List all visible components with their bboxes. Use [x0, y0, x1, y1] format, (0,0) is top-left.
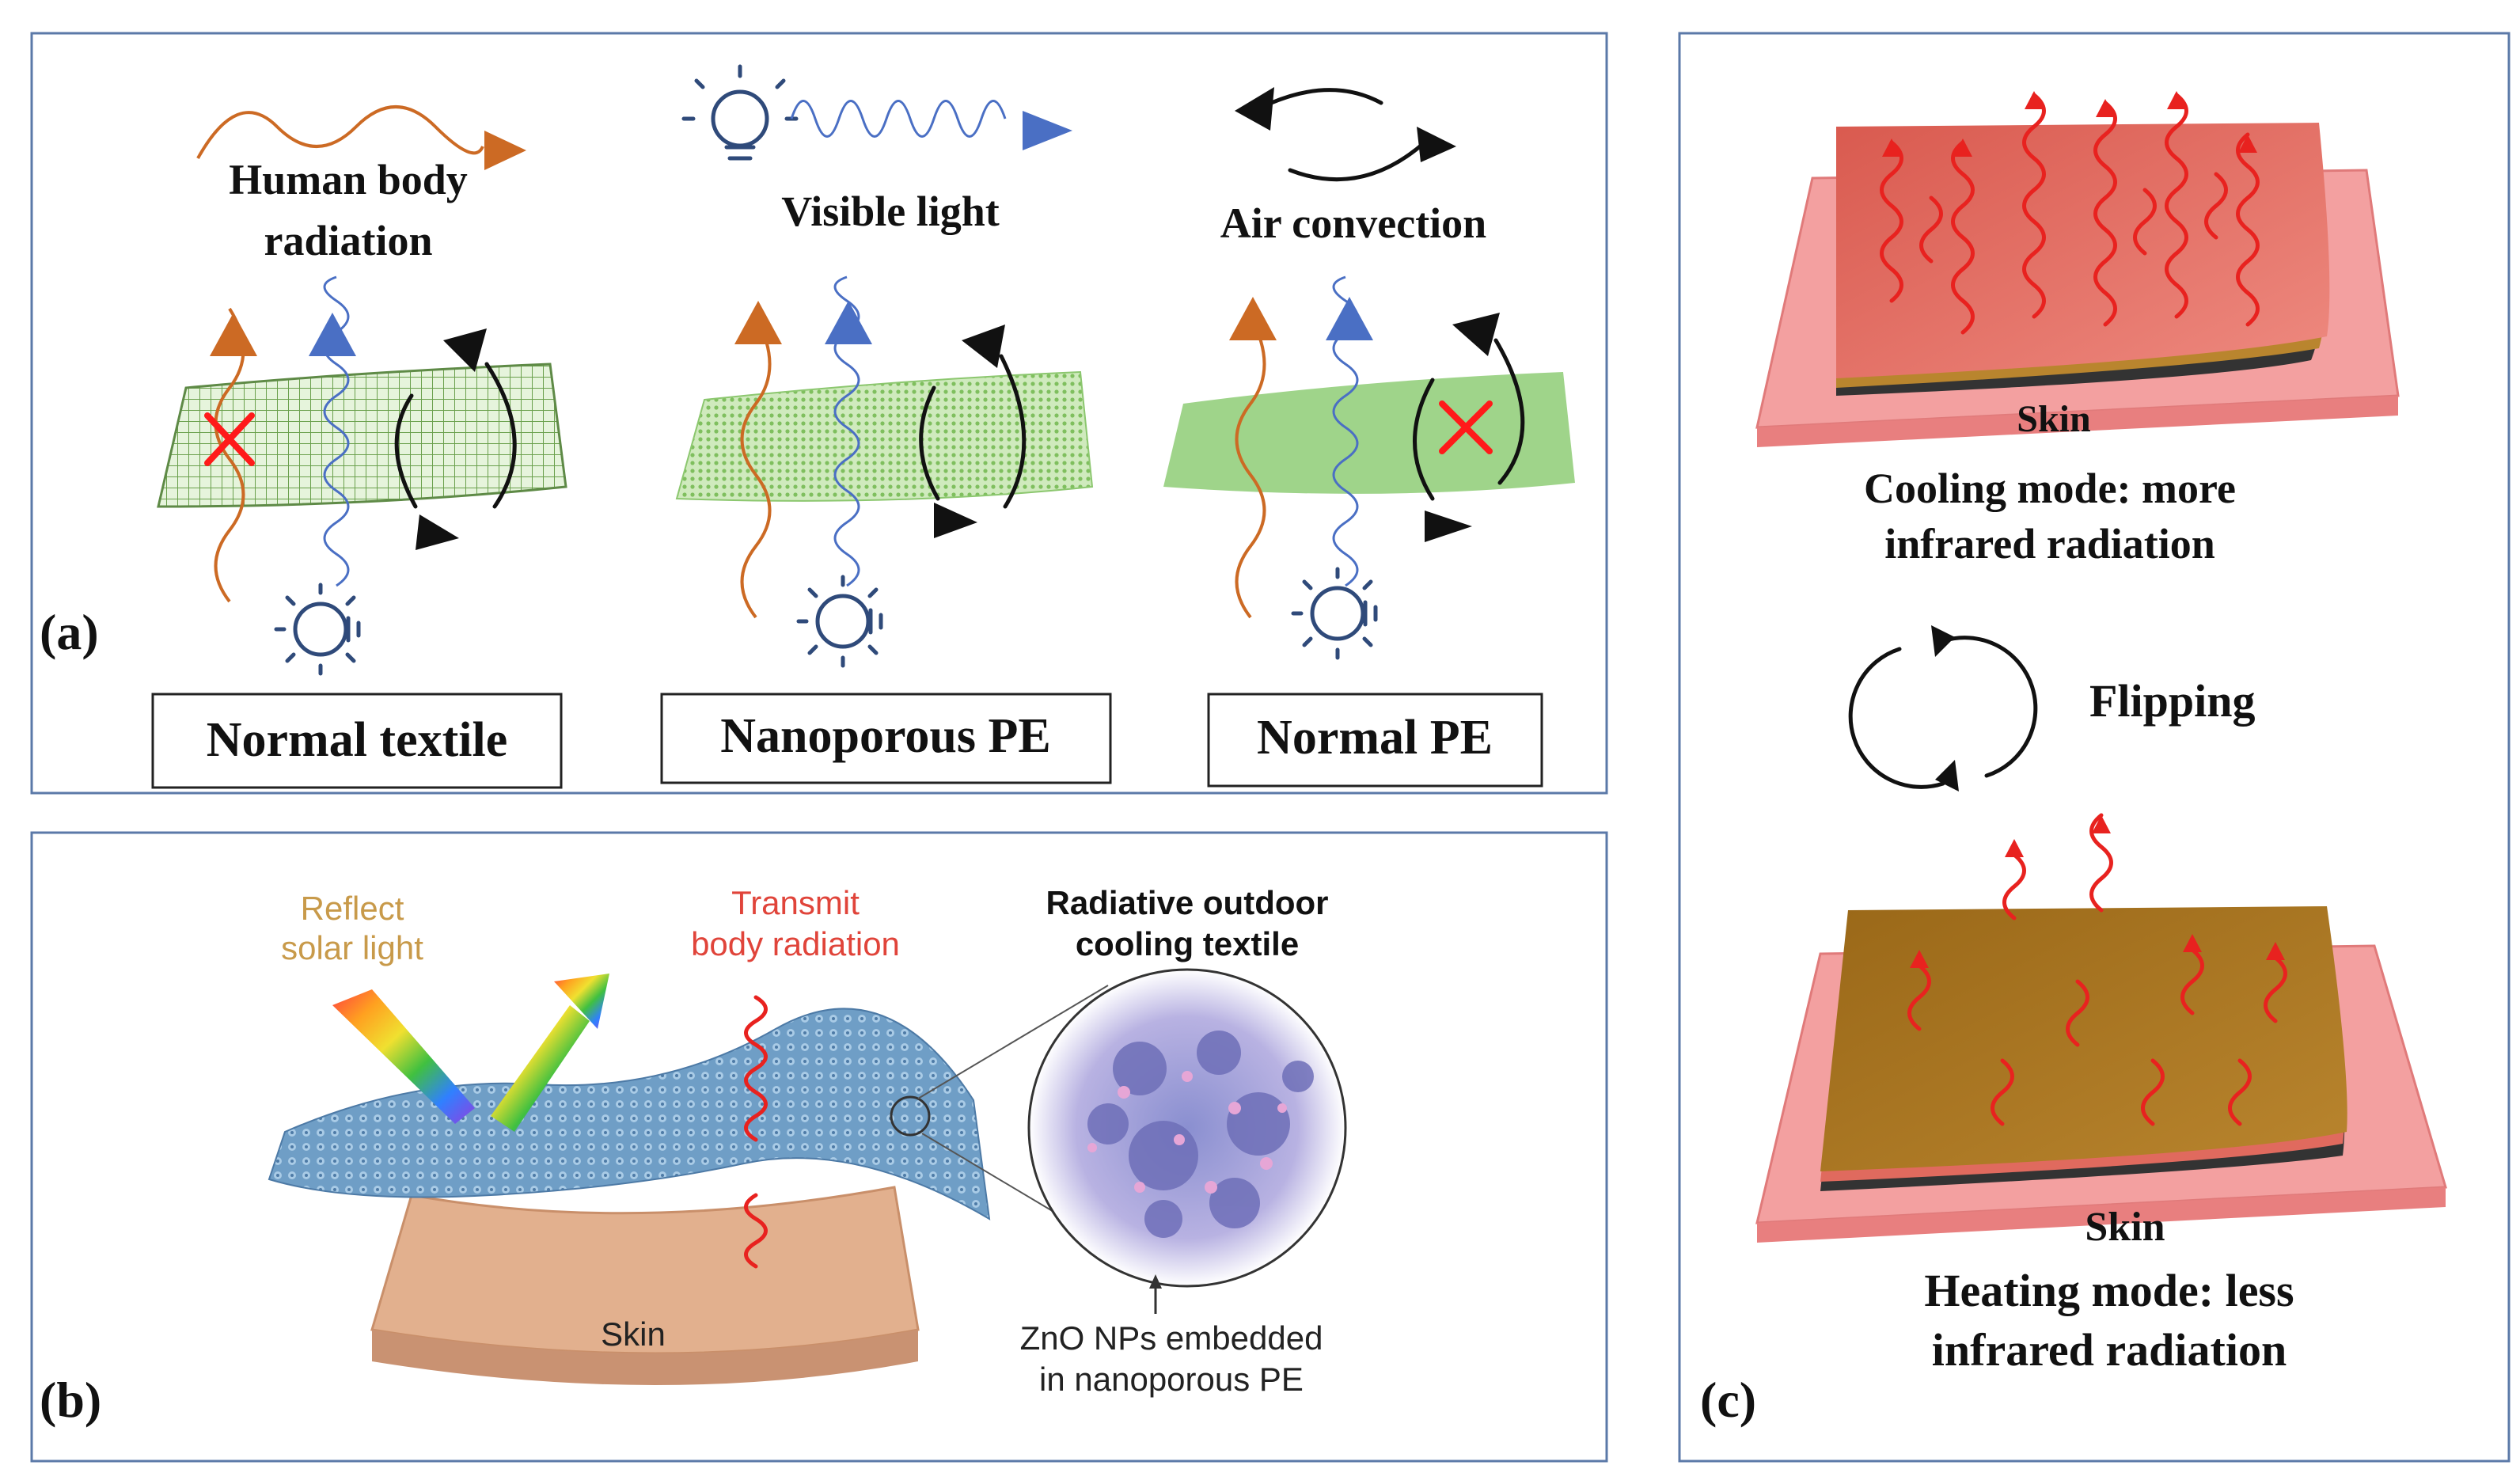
body-radiation-arrowhead-1: [210, 313, 257, 356]
convection-arrowhead-3a: [1452, 313, 1500, 356]
normal-textile-mesh: [157, 363, 567, 508]
human-body-radiation-label-1: Human body: [229, 156, 468, 203]
panel-b: Skin Reflect solar light Transmit body r…: [30, 831, 1608, 1463]
visible-light-arrowhead-icon: [1023, 111, 1072, 150]
body-radiation-path-2: [740, 316, 772, 619]
normal-textile-box: [151, 693, 563, 789]
visible-light-arrowhead-3: [1326, 297, 1373, 340]
nanoporous-pe-film: [675, 370, 1094, 502]
normal-textile-column: Normal textile: [151, 275, 567, 789]
cooling-mode-label-2: infrared radiation: [1884, 520, 2215, 567]
body-radiation-arrowhead-3: [1229, 297, 1277, 340]
visible-light-legend: Visible light: [681, 64, 1072, 235]
convection-arrowhead-2a: [962, 325, 1005, 368]
zoom-source-circle: [890, 1095, 931, 1137]
skin-label-top: Skin: [2017, 398, 2090, 440]
nanoporous-pe-box: [660, 693, 1112, 784]
skin-label-b: Skin: [601, 1315, 666, 1353]
convection-path-2b: [999, 354, 1027, 509]
visible-light-label: Visible light: [781, 188, 1000, 235]
reflect-label-1: Reflect: [301, 890, 404, 927]
radiative-title-2: cooling textile: [1076, 925, 1299, 962]
air-convection-legend: Air convection: [1220, 87, 1486, 247]
convection-path-1b: [484, 362, 517, 509]
panel-a-label: (a): [40, 604, 99, 660]
panel-c-label: (c): [1700, 1372, 1756, 1428]
lightbulb-icon-1: [274, 583, 361, 676]
lightbulb-icon: [681, 64, 799, 161]
panel-c-frame: [1678, 32, 2511, 1463]
body-radiation-path-1: [214, 307, 245, 603]
transmit-label-2: body radiation: [691, 925, 900, 962]
convection-path-3b: [1493, 338, 1525, 485]
skin-label-bottom: Skin: [2085, 1205, 2165, 1250]
human-body-radiation-legend: Human body radiation: [196, 105, 526, 264]
flipping-cycle-icon: [1848, 625, 2038, 791]
body-radiation-arrowhead-2: [734, 301, 782, 344]
body-radiation-path-3: [1235, 316, 1266, 619]
convection-arrowhead-1b: [416, 514, 459, 550]
reflected-arrowhead-icon: [554, 974, 609, 1029]
infrared-arrows-few-icon: [1907, 813, 2287, 1126]
reflected-solar-arrow-icon: [491, 1005, 590, 1132]
convection-path-1a: [394, 393, 418, 509]
zno-label-1: ZnO NPs embedded: [1020, 1319, 1323, 1357]
convection-arrow-bottom-icon: [1288, 140, 1427, 182]
convection-arrowhead-2b: [934, 503, 977, 538]
transmit-radiation-wave-top: [744, 995, 768, 1142]
visible-light-path-1: [323, 275, 350, 587]
nanoparticle-magnified-view: [1027, 968, 1347, 1288]
reflect-label-2: solar light: [281, 929, 423, 966]
convection-arrowhead-3b: [1425, 511, 1472, 542]
air-convection-label: Air convection: [1220, 199, 1486, 247]
radiative-title-1: Radiative outdoor: [1046, 884, 1328, 921]
cooling-layer-red: [1836, 123, 2330, 378]
normal-pe-box: [1207, 693, 1543, 788]
convection-arrow-top-icon: [1260, 88, 1383, 109]
infrared-arrows-many-icon: [1880, 93, 2260, 335]
visible-light-wave-icon: [790, 100, 1007, 138]
convection-arrowhead-left-icon: [1235, 87, 1274, 131]
human-body-radiation-label-2: radiation: [264, 217, 432, 264]
visible-light-arrowhead-1: [309, 313, 356, 356]
panel-c: Skin Cooling mode: more infrared radiati…: [1678, 32, 2511, 1463]
heating-mode-label-2: infrared radiation: [1932, 1324, 2287, 1376]
body-radiation-arrowhead-icon: [484, 131, 526, 170]
panel-a: Human body radiation Visible light Air c…: [30, 32, 1608, 795]
convection-arrowhead-1a: [443, 328, 487, 372]
convection-path-3a: [1413, 378, 1435, 501]
normal-pe-column: Normal PE: [1163, 275, 1575, 788]
normal-pe-label: Normal PE: [1257, 711, 1493, 765]
cooling-mode-illustration: Skin: [1755, 91, 2400, 447]
incoming-solar-arrow-icon: [332, 989, 475, 1124]
heating-mode-label-1: Heating mode: less: [1924, 1265, 2294, 1316]
visible-light-arrowhead-2: [825, 301, 872, 344]
heating-mode-illustration: Skin: [1755, 813, 2447, 1250]
body-radiation-wave-icon: [196, 105, 484, 159]
panel-a-frame: [30, 32, 1608, 795]
normal-pe-film: [1163, 372, 1575, 494]
normal-textile-label: Normal textile: [207, 713, 507, 767]
nanoporous-pe-column: Nanoporous PE: [660, 275, 1112, 784]
nanoporous-pe-label: Nanoporous PE: [720, 709, 1050, 763]
zno-label-2: in nanoporous PE: [1039, 1361, 1304, 1398]
convection-path-2a: [919, 385, 940, 501]
transmit-label-1: Transmit: [731, 884, 860, 921]
lightbulb-icon-2: [796, 575, 883, 668]
convection-arrowhead-right-icon: [1417, 127, 1456, 162]
lightbulb-icon-3: [1291, 567, 1378, 660]
flipping-label: Flipping: [2089, 675, 2256, 727]
panel-b-frame: [30, 831, 1608, 1463]
transmit-radiation-wave-bottom: [744, 1193, 768, 1269]
panel-b-label: (b): [40, 1372, 101, 1428]
cooling-mode-label-1: Cooling mode: more: [1864, 465, 2236, 512]
heating-layer-brown: [1820, 906, 2347, 1171]
